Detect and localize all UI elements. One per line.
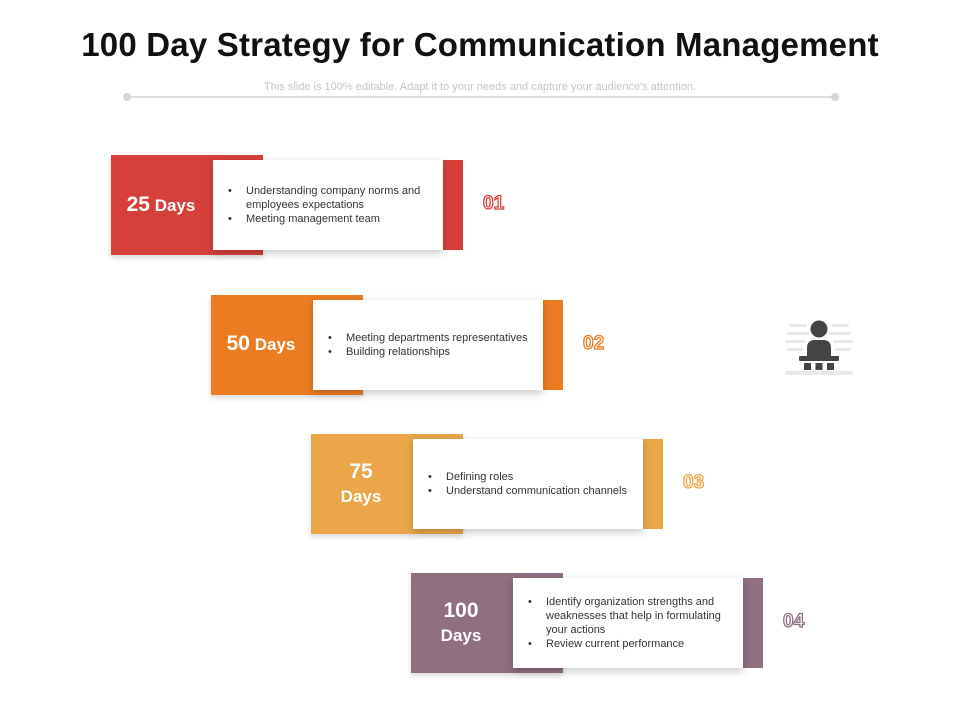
step-3-days-label: 75 Days — [311, 434, 411, 534]
step-4-number: 04 — [782, 610, 805, 632]
step-4-days-label: 100 Days — [411, 573, 511, 673]
step-3-days-value: 75 — [349, 460, 373, 483]
step-1-days-label: 25 Days — [111, 155, 211, 255]
step-2-end-strip — [543, 300, 563, 390]
step-1-days-value: 25 — [126, 193, 150, 216]
step-3-point-list: Defining roles Understand communication … — [413, 470, 635, 498]
step-1-number: 01 — [482, 192, 505, 214]
step-4: 100 Days Identify organization strengths… — [411, 573, 805, 673]
step-1-days-unit: Days — [154, 196, 196, 215]
divider-left-dot — [123, 93, 131, 101]
step-2-days-unit: Days — [254, 335, 296, 354]
step-3: 75 Days Defining roles Understand commun… — [311, 434, 705, 534]
step-4-card: Identify organization strengths and weak… — [513, 578, 743, 668]
step-4-end-strip — [743, 578, 763, 668]
step-4-point: Review current performance — [527, 637, 735, 651]
step-1-point: Meeting management team — [227, 212, 435, 226]
divider-right-dot — [831, 93, 839, 101]
step-2-days-label: 50 Days — [211, 295, 311, 395]
step-2: 50 Days Meeting departments representati… — [211, 295, 605, 395]
step-2-point: Building relationships — [327, 345, 528, 359]
step-3-card: Defining roles Understand communication … — [413, 439, 643, 529]
step-4-point-list: Identify organization strengths and weak… — [513, 595, 743, 651]
step-3-end-strip — [643, 439, 663, 529]
step-2-point: Meeting departments representatives — [327, 331, 528, 345]
step-1-point-list: Understanding company norms and employee… — [213, 184, 443, 226]
person-at-desk-icon — [785, 320, 853, 375]
slide-title: 100 Day Strategy for Communication Manag… — [81, 26, 879, 63]
step-1-point: Understanding company norms and employee… — [227, 184, 435, 212]
step-1-end-strip — [443, 160, 463, 250]
step-4-point: Identify organization strengths and weak… — [527, 595, 735, 637]
title-divider-line — [127, 96, 835, 98]
step-3-number: 03 — [682, 471, 705, 493]
step-1-card: Understanding company norms and employee… — [213, 160, 443, 250]
step-3-days-unit: Days — [340, 487, 382, 506]
step-2-number: 02 — [582, 332, 605, 354]
step-2-days-value: 50 — [226, 332, 250, 355]
step-2-card: Meeting departments representatives Buil… — [313, 300, 543, 390]
step-3-point: Defining roles — [427, 470, 627, 484]
step-4-days-unit: Days — [440, 626, 482, 645]
slide-subtitle: This slide is 100% editable. Adapt it to… — [264, 81, 696, 93]
step-2-point-list: Meeting departments representatives Buil… — [313, 331, 536, 359]
step-3-point: Understand communication channels — [427, 484, 627, 498]
step-4-days-value: 100 — [443, 599, 479, 622]
step-1: 25 Days Understanding company norms and … — [111, 155, 505, 255]
